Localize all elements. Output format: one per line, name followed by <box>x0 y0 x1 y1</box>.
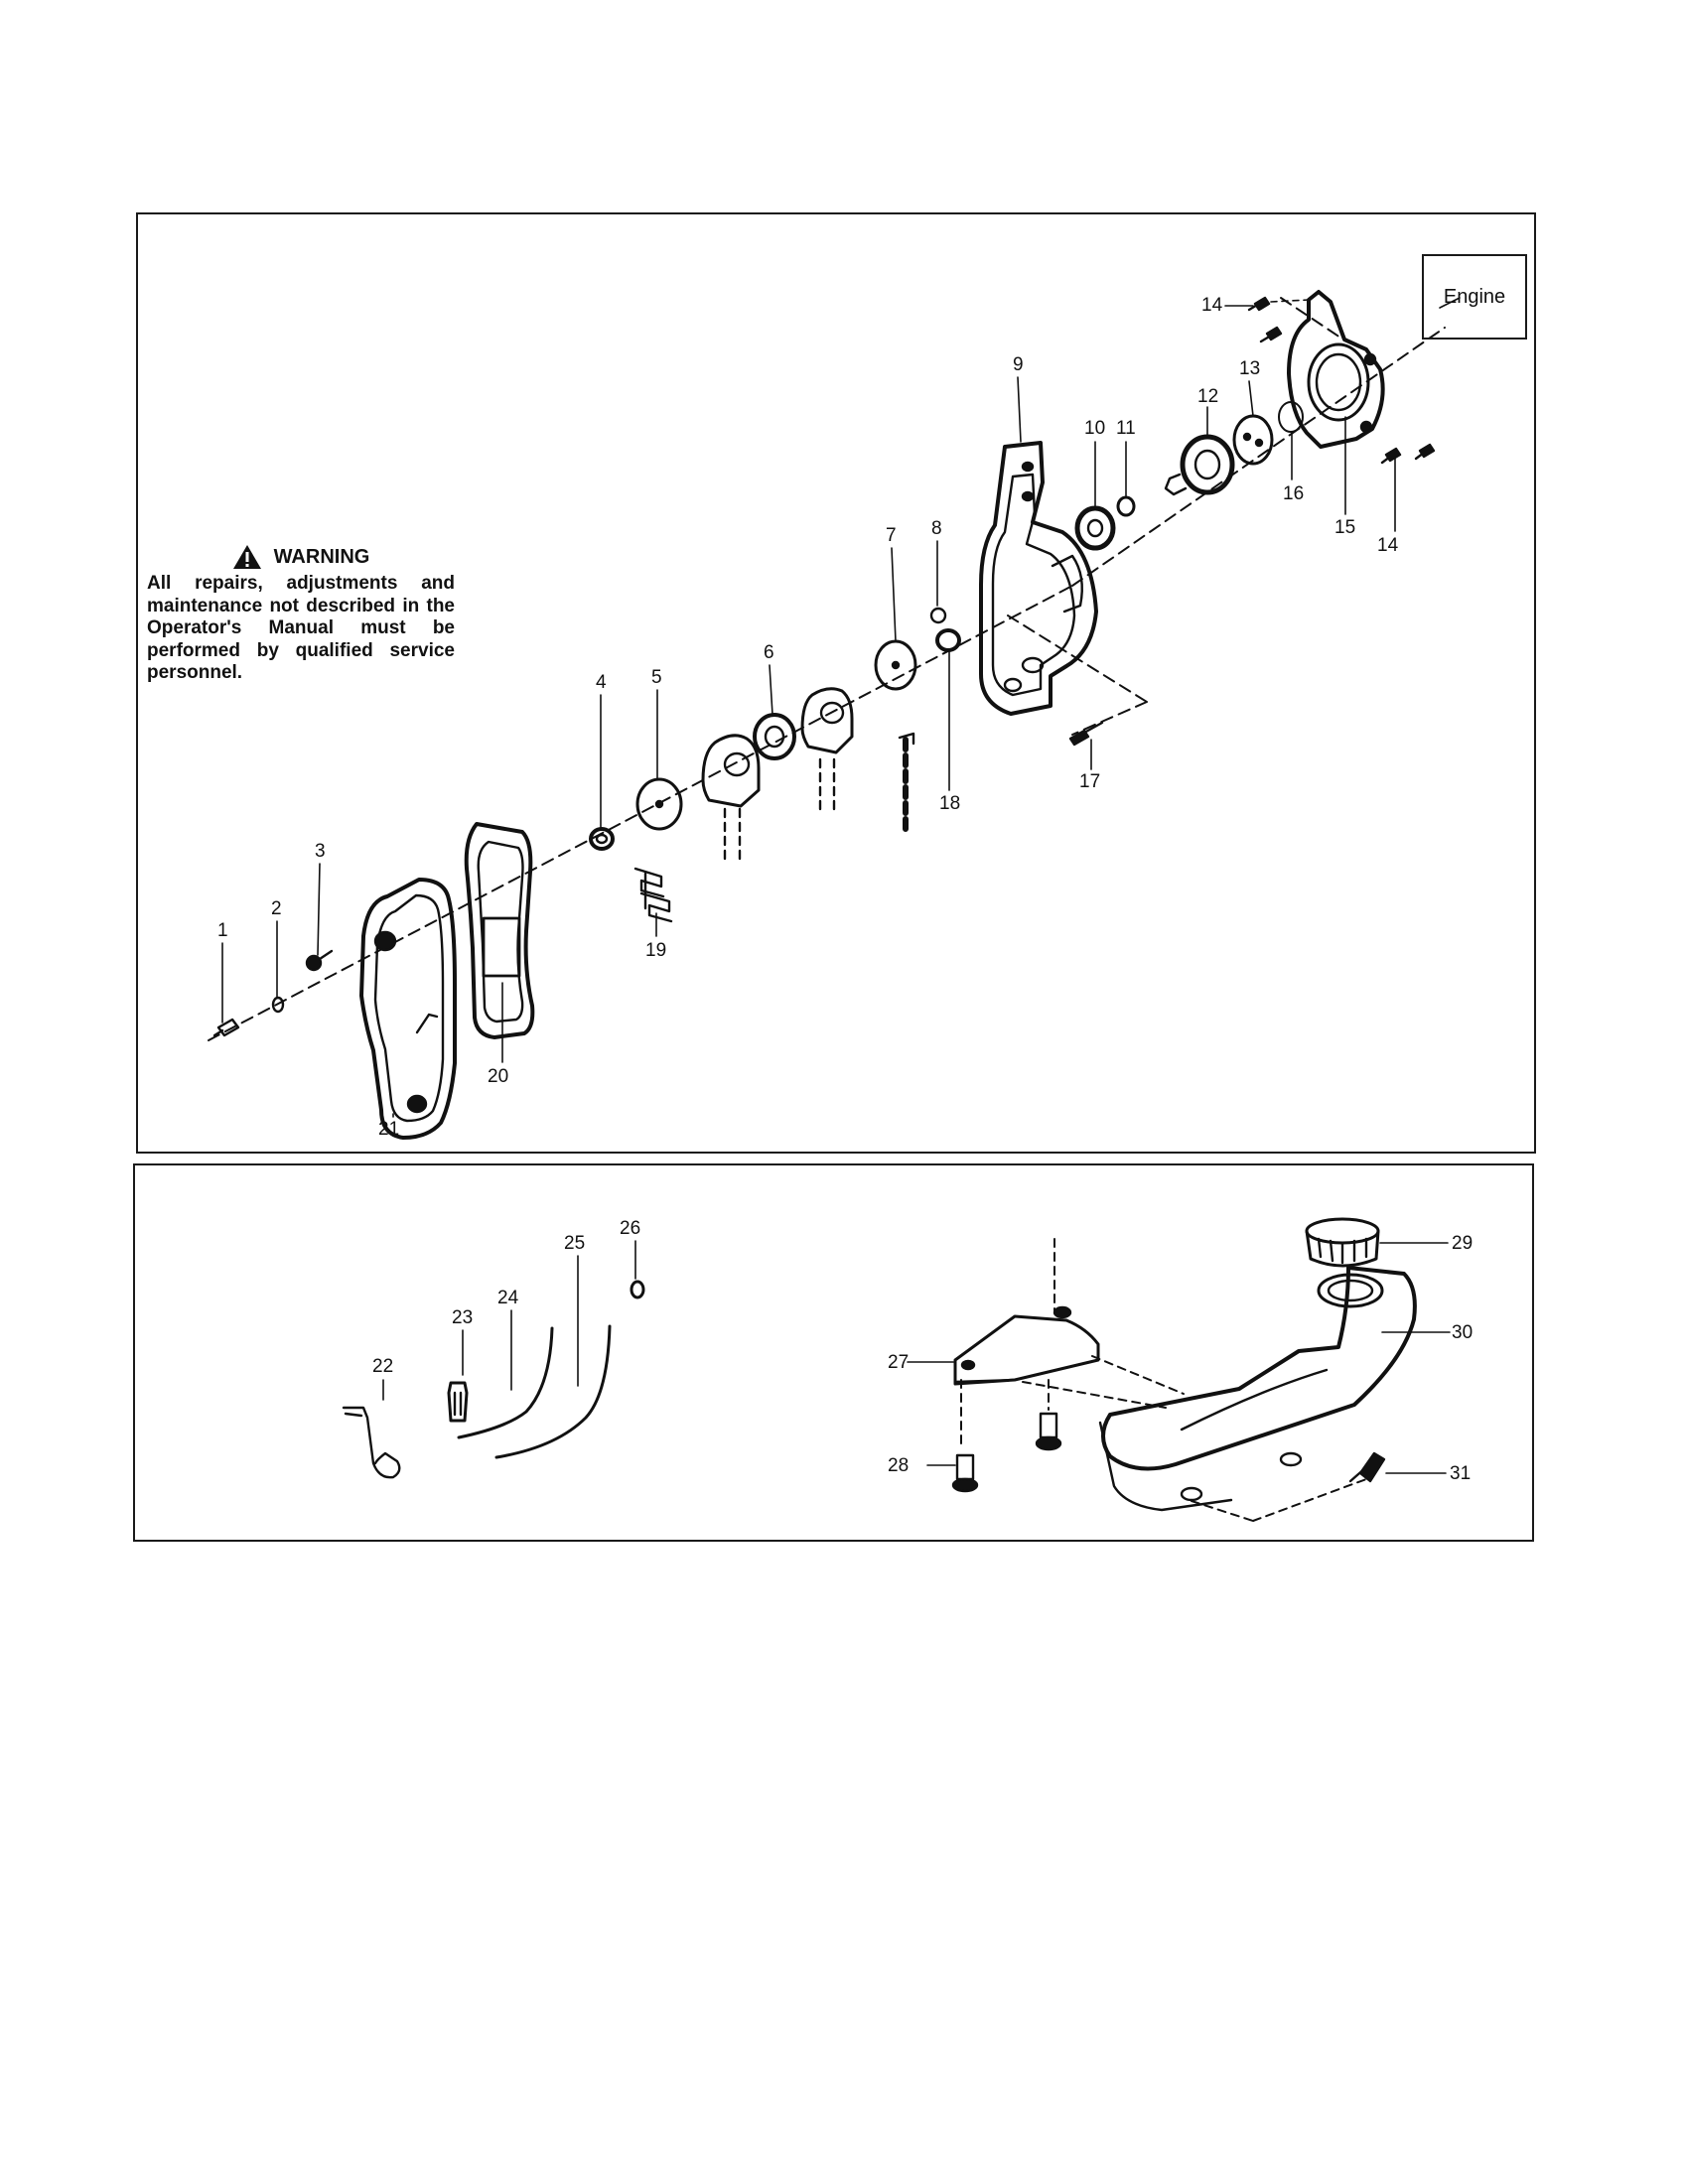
part-12-drum <box>1164 434 1235 496</box>
part-28-bolts <box>926 1379 1062 1493</box>
pump-plate <box>800 687 854 816</box>
part-20-gasket <box>464 822 535 1039</box>
callout-15: 15 <box>1334 517 1356 538</box>
part-30-fuel-tank <box>1098 1266 1451 1512</box>
callout-28: 28 <box>888 1455 910 1476</box>
part-15-housing <box>1287 290 1385 449</box>
callout-18: 18 <box>939 793 961 814</box>
callout-20: 20 <box>488 1066 509 1087</box>
part-27-bracket <box>907 1238 1100 1386</box>
leader-lines-top <box>221 297 1461 1118</box>
engine-reference-box: Engine <box>1422 254 1527 340</box>
part-9-carburetor-body <box>979 441 1098 716</box>
part-11-ring <box>1116 495 1136 517</box>
callout-14-lower: 14 <box>1377 535 1399 556</box>
part-3-screw <box>305 949 334 972</box>
part-21-cover <box>359 878 457 1140</box>
callout-1: 1 <box>217 920 228 941</box>
part-1-screw <box>212 1018 240 1037</box>
callout-17: 17 <box>1079 771 1101 792</box>
part-7-diaphragm <box>874 639 917 691</box>
tank-guide-lines <box>1022 1355 1367 1522</box>
warning-notice: WARNING All repairs, adjustments and mai… <box>147 544 455 685</box>
part-18-seal <box>935 628 961 652</box>
warning-triangle-icon <box>232 545 261 569</box>
callout-31: 31 <box>1450 1463 1472 1484</box>
engine-label: Engine <box>1443 285 1506 308</box>
needle-rod <box>898 732 915 837</box>
callout-12: 12 <box>1197 386 1219 407</box>
part-13-plate <box>1232 414 1274 466</box>
callout-10: 10 <box>1084 418 1106 439</box>
callout-13: 13 <box>1239 358 1261 379</box>
callout-27: 27 <box>888 1352 910 1373</box>
part-29-fuel-cap <box>1305 1217 1449 1268</box>
callout-21: 21 <box>378 1119 400 1140</box>
callout-14-upper: 14 <box>1201 295 1223 316</box>
callout-11: 11 <box>1116 418 1136 439</box>
part-6-ring <box>753 713 796 760</box>
callout-16: 16 <box>1283 483 1305 504</box>
callout-25: 25 <box>564 1233 586 1254</box>
callout-23: 23 <box>452 1307 474 1328</box>
callout-6: 6 <box>764 642 774 663</box>
callout-29: 29 <box>1452 1233 1474 1254</box>
part-17-screw <box>1068 721 1104 747</box>
callout-24: 24 <box>497 1288 519 1308</box>
carburetor-exploded-view-panel <box>136 212 1536 1154</box>
part-22-clip <box>342 1379 401 1479</box>
callout-7: 7 <box>886 525 897 546</box>
part-8-seal <box>929 607 947 624</box>
metering-plate <box>701 734 761 866</box>
callout-26: 26 <box>620 1218 641 1239</box>
part-19-bracket <box>633 867 673 923</box>
part-14-screws <box>1247 296 1436 465</box>
warning-heading: WARNING <box>273 545 370 568</box>
callout-5: 5 <box>651 667 662 688</box>
callout-8: 8 <box>931 518 942 539</box>
part-10-bearing <box>1074 505 1116 551</box>
callout-30: 30 <box>1452 1322 1474 1343</box>
warning-text: All repairs, adjustments and maintenance… <box>147 573 455 683</box>
part-31-screw <box>1348 1451 1447 1483</box>
callout-4: 4 <box>596 672 607 693</box>
part-26-grommet <box>630 1240 645 1299</box>
part-4-fitting <box>589 827 615 851</box>
part-25-fuel-line <box>494 1255 612 1459</box>
callout-2: 2 <box>271 898 282 919</box>
warning-header: WARNING <box>147 544 455 570</box>
callout-19: 19 <box>645 940 667 961</box>
callout-3: 3 <box>315 841 326 862</box>
part-24-fuel-line <box>457 1309 554 1439</box>
part-2-washer <box>271 996 285 1014</box>
callout-22: 22 <box>372 1356 394 1377</box>
part-5-diaphragm <box>635 777 683 831</box>
part-23-filter <box>447 1329 469 1423</box>
callout-9: 9 <box>1013 354 1024 375</box>
